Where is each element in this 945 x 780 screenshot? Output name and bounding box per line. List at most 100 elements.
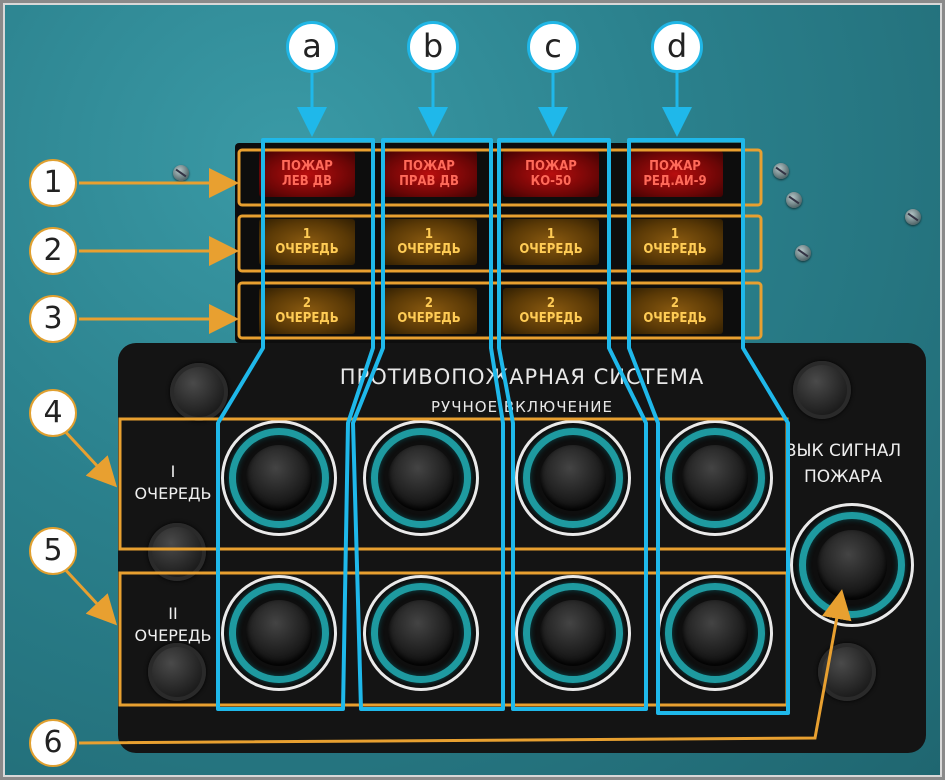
lamp-fire-right-engine: ПОЖАР ПРАВ ДВ [381,151,477,197]
lamp-text: 2 [424,296,434,311]
button-cap [682,600,748,666]
row-label-text: II [168,604,178,623]
button-ring [371,428,471,528]
button-cap [388,445,454,511]
column-label-a: a [286,21,338,73]
lamp-stage2-ko50: 2 ОЧЕРЕДЬ [503,288,599,334]
lamp-text: ОЧЕРЕДЬ [643,242,707,257]
callout-leader-4 [59,425,118,488]
button-cap [682,445,748,511]
lamp-text: ПОЖАР [525,159,577,174]
row-label-text: ОЧЕРЕДЬ [134,484,212,503]
callout-4: 4 [29,389,77,437]
lamp-stage1-right-engine: 1 ОЧЕРЕДЬ [381,219,477,265]
mounting-knob [170,363,228,421]
screw-icon [173,165,189,181]
lamp-text: ОЧЕРЕДЬ [643,311,707,326]
fire-alarm-reset-button[interactable] [790,503,914,627]
button-bezel [221,420,337,536]
callout-6: 6 [29,719,77,767]
lamp-text: ПОЖАР [403,159,455,174]
lamp-stage2-apu: 2 ОЧЕРЕДЬ [627,288,723,334]
screw-icon [795,245,811,261]
button-cap [540,445,606,511]
button-ring [229,428,329,528]
lamp-text: РЕД.АИ-9 [643,174,707,189]
stage1-button-right-engine[interactable] [363,420,479,536]
lamp-text: 1 [546,227,556,242]
row-label-stage1: I ОЧЕРЕДЬ [123,461,223,505]
callout-5: 5 [29,527,77,575]
screw-icon [786,192,802,208]
button-bezel [790,503,914,627]
mounting-knob [148,643,206,701]
lamp-text: ОЧЕРЕДЬ [275,242,339,257]
stage2-button-right-engine[interactable] [363,575,479,691]
screw-icon [773,163,789,179]
stage2-button-ko50[interactable] [515,575,631,691]
stage2-button-apu[interactable] [657,575,773,691]
button-cap [246,600,312,666]
stage1-button-ko50[interactable] [515,420,631,536]
callout-2: 2 [29,227,77,275]
stage2-button-left-engine[interactable] [221,575,337,691]
button-bezel [221,575,337,691]
lamp-text: ОЧЕРЕДЬ [519,242,583,257]
lamp-stage1-ko50: 1 ОЧЕРЕДЬ [503,219,599,265]
button-ring [523,428,623,528]
row-label-stage2: II ОЧЕРЕДЬ [123,603,223,647]
button-bezel [363,420,479,536]
button-ring [523,583,623,683]
annotation-overlay [59,71,852,745]
button-bezel [515,575,631,691]
lamp-text: 2 [670,296,680,311]
screw-icon [905,209,921,225]
lamp-text: 1 [424,227,434,242]
button-ring [665,428,765,528]
lamp-text: ОЧЕРЕДЬ [519,311,583,326]
row-label-text: ОЧЕРЕДЬ [134,626,212,645]
button-bezel [363,575,479,691]
lamp-text: 1 [302,227,312,242]
alarm-label-text: ВЫК СИГНАЛ [784,441,902,461]
callout-3: 3 [29,295,77,343]
button-bezel [515,420,631,536]
mounting-knob [148,523,206,581]
lamp-stage2-left-engine: 2 ОЧЕРЕДЬ [259,288,355,334]
lamp-text: КО-50 [530,174,572,189]
button-ring [371,583,471,683]
lamp-text: 2 [302,296,312,311]
button-ring [229,583,329,683]
panel-subtitle: РУЧНОЕ ВКЛЮЧЕНИЕ [431,398,613,416]
mounting-knob [793,361,851,419]
row4-highlight-box [118,417,789,551]
callout-1: 1 [29,159,77,207]
lamp-text: ПОЖАР [649,159,701,174]
alarm-label: ВЫК СИГНАЛ ПОЖАРА [773,438,913,490]
lamp-text: 2 [546,296,556,311]
lamp-stage1-apu: 1 ОЧЕРЕДЬ [627,219,723,265]
button-cap [817,530,887,600]
callout-leader-6 [78,589,852,745]
lamp-text: ОЧЕРЕДЬ [275,311,339,326]
lamp-text: ПОЖАР [281,159,333,174]
lamp-text: 1 [670,227,680,242]
lamp-text: ОЧЕРЕДЬ [397,242,461,257]
alarm-label-text: ПОЖАРА [804,467,882,487]
column-a-outline [216,138,375,711]
button-cap [540,600,606,666]
lamp-text: ОЧЕРЕДЬ [397,311,461,326]
row5-highlight-box [118,571,789,707]
column-label-d: d [651,21,703,73]
column-b-outline [351,138,505,711]
column-c-outline [497,138,648,711]
button-cap [246,445,312,511]
column-label-b: b [407,21,459,73]
stage1-button-left-engine[interactable] [221,420,337,536]
lamp-text: ЛЕВ ДВ [281,174,332,189]
lamp-fire-ko50: ПОЖАР КО-50 [503,151,599,197]
column-d-outline [627,138,790,715]
button-ring [665,583,765,683]
row-label-text: I [170,462,176,481]
stage1-button-apu[interactable] [657,420,773,536]
